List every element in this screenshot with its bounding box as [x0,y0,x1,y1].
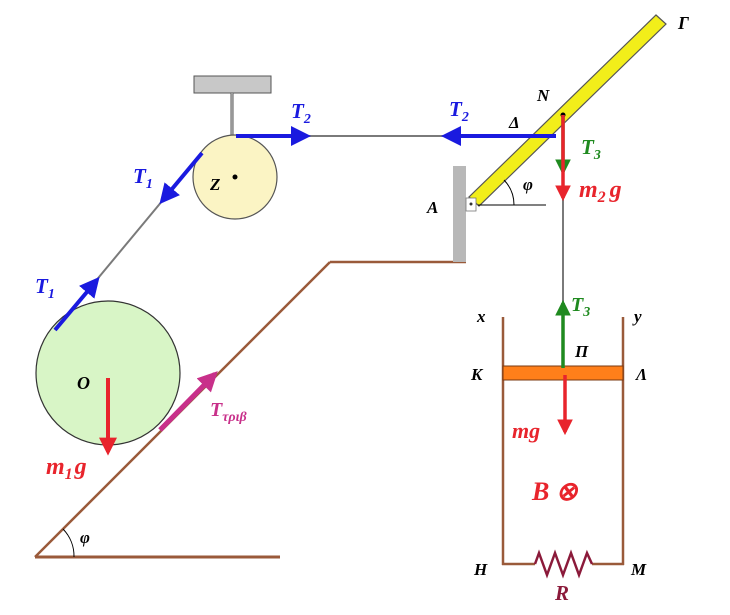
label-friction: Tτριβ [210,399,248,425]
label-phi-rod: φ [523,175,533,194]
label-delta: Δ [508,113,520,132]
label-t1-upper: T1 [133,164,153,192]
rod-angle-arc [503,179,515,206]
label-t1-lower: T1 [35,274,55,302]
label-eta: Η [473,560,488,579]
label-y: y [632,307,642,326]
pulley-axle [232,174,238,180]
label-t3-rod: T3 [581,135,601,163]
label-gamma: Γ [677,13,689,33]
label-pi: Π [574,342,589,361]
piston-bar [502,365,624,381]
t1-lower-arrow [53,276,100,332]
label-magnetic-field: B ⊗ [531,477,579,506]
label-m: Μ [630,560,647,579]
t1-upper-arrow [159,151,204,205]
label-t2-pulley: T2 [291,99,311,127]
label-t3-piston: T3 [571,294,590,320]
resistor [533,549,594,579]
label-m1g: m1g [46,454,87,483]
label-phi-incline: φ [80,528,90,547]
label-x: x [476,307,486,326]
label-lambda: Λ [635,365,647,384]
label-k: Κ [470,365,484,384]
label-n: Ν [536,86,550,105]
label-o: Ο [77,373,90,393]
label-resistor: R [554,581,569,605]
rails [501,317,625,566]
rod [468,14,667,207]
wall-support [453,166,466,262]
label-mg: mg [512,418,540,443]
label-z: Ζ [209,175,220,194]
hinge-pin [469,202,473,206]
label-t2-rod: T2 [449,97,469,125]
friction-arrow [158,371,218,432]
label-a: Α [426,198,438,217]
